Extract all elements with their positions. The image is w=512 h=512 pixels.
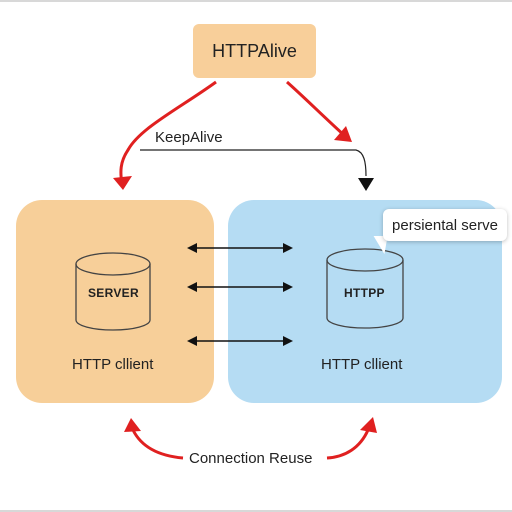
keepalive-line	[140, 149, 367, 177]
red-arrow-to-right	[286, 80, 347, 138]
red-arrowhead-left	[113, 176, 132, 190]
title-box: HTTPAlive	[193, 24, 316, 78]
right-panel-label: HTTP cllient	[321, 356, 403, 373]
title-text: HTTPAlive	[212, 40, 297, 61]
callout-bubble: persiental serve	[383, 209, 507, 241]
left-panel-label: HTTP cllient	[72, 356, 154, 373]
red-arrow-to-left	[119, 80, 217, 185]
reuse-arrow-left	[131, 429, 184, 460]
reuse-arrow-right	[326, 429, 370, 460]
keepalive-label: KeepAlive	[155, 129, 223, 146]
left-panel	[16, 200, 214, 403]
callout-text: persiental serve	[392, 216, 498, 234]
connection-reuse-label: Connection Reuse	[189, 450, 313, 467]
black-arrowhead-down	[358, 178, 374, 191]
red-arrowhead-right	[334, 126, 352, 142]
cylinder-right	[326, 248, 404, 329]
reuse-arrowhead-right	[360, 417, 377, 433]
server-cylinder-label: SERVER	[88, 286, 139, 300]
cylinder-left	[75, 252, 151, 331]
reuse-arrowhead-left	[124, 418, 141, 432]
httpp-cylinder-label: HTTPP	[344, 286, 385, 300]
